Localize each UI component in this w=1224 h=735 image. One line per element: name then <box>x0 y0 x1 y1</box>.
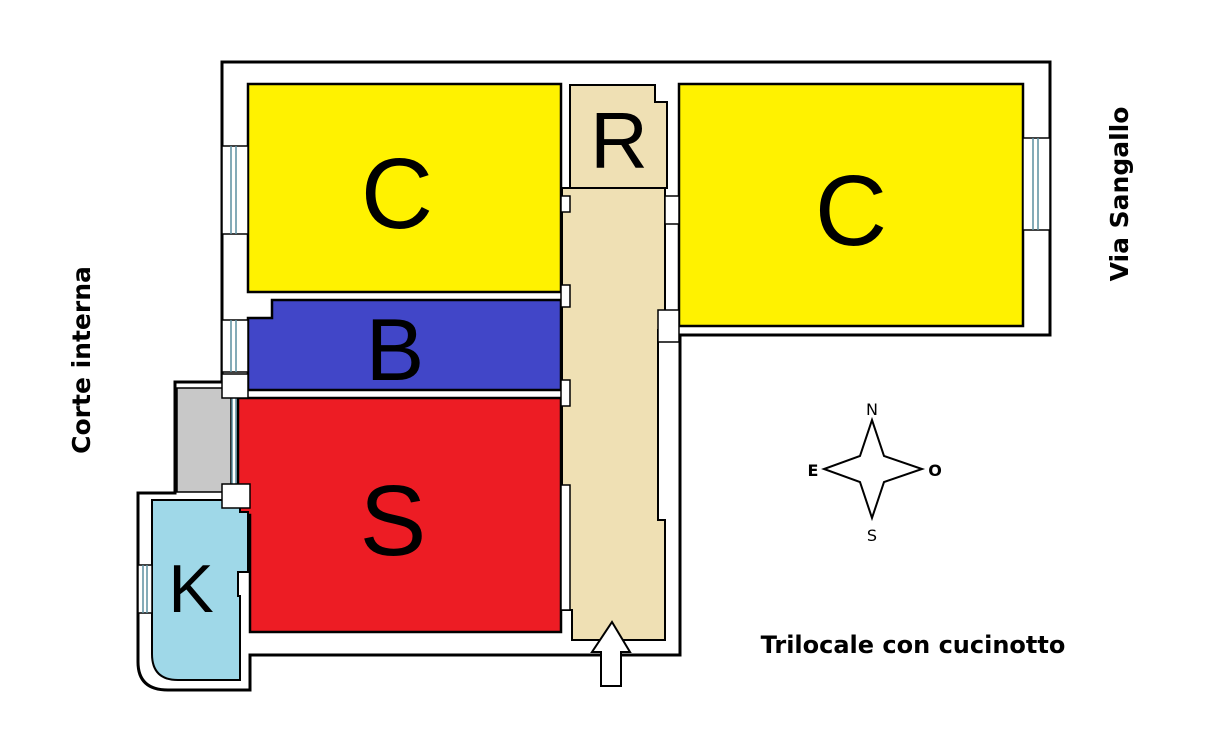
entrance-arrow <box>590 620 632 687</box>
bedroom-left-letter: C <box>361 138 433 250</box>
bedroom-left <box>246 82 563 294</box>
window-bedroom-right <box>1022 137 1051 231</box>
window-bedroom-left <box>221 145 249 235</box>
compass-rose: N S E O <box>808 400 942 545</box>
door-jamb <box>221 483 251 509</box>
street-label: Via Sangallo <box>1105 107 1134 282</box>
bathroom-letter: B <box>366 300 425 399</box>
kitchen <box>151 499 249 681</box>
door-jamb <box>657 309 680 343</box>
compass-east: E <box>808 461 819 480</box>
compass-north: N <box>866 400 878 419</box>
door-jamb <box>221 373 249 399</box>
door-jamb <box>560 195 571 213</box>
storage-room <box>569 84 668 189</box>
door-jamb <box>560 484 571 611</box>
compass-west: O <box>928 461 942 480</box>
storage-letter: R <box>590 96 648 185</box>
living-letter: S <box>360 465 427 577</box>
door-jamb <box>664 195 680 225</box>
compass-south: S <box>867 526 877 545</box>
courtyard-label: Corte interna <box>67 266 96 454</box>
door-jamb <box>560 284 571 308</box>
plan-caption: Trilocale con cucinotto <box>761 631 1066 659</box>
window-living <box>231 398 237 484</box>
hallway <box>561 187 666 641</box>
window-bathroom <box>221 319 249 373</box>
compass-star-icon <box>821 416 926 522</box>
bedroom-right-letter: C <box>815 155 887 267</box>
door-jamb <box>560 379 571 407</box>
balcony <box>176 387 232 493</box>
window-kitchen <box>137 564 153 614</box>
kitchen-letter: K <box>168 551 213 627</box>
